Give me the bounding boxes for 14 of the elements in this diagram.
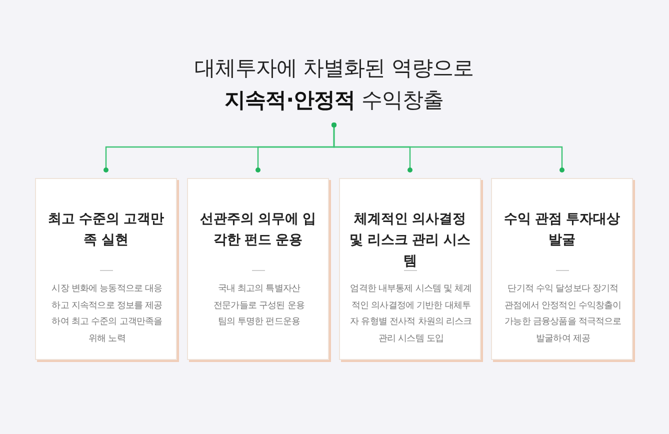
card-heading: 선관주의 의무에 입각한 펀드 운용 [198,210,318,250]
card-heading: 최고 수준의 고객만족 실현 [46,210,166,250]
card-description: 엄격한 내부통제 시스템 및 체계적인 의사결정에 기반한 대체투자 유형별 전사적 차원의 리스크 관리 시스템 도입 [350,283,472,346]
card-heading: 수익 관점 투자대상 발굴 [502,210,622,250]
card-heading: 체계적인 의사결정 및 리스크 관리 시스템 [348,210,472,271]
card-description: 단기적 수익 달성보다 장기적 관점에서 안정적인 수익창출이 가능한 금융상품을 적극적으로 발굴하여 제공 [504,283,622,346]
card-description: 시장 변화에 능동적으로 대응하고 지속적으로 정보를 제공하여 최고 수준의 고객만족을 위해 노력 [51,283,163,346]
feature-card [339,178,481,360]
headline: 대체투자에 차별화된 역량으로 지속적·안정적 수익창출 [184,52,484,122]
feature-card [187,178,329,360]
feature-card [35,178,177,360]
card-description: 국내 최고의 특별자산 전문가들로 구성된 운용팀의 투명한 펀드운용 [213,283,305,329]
connector-line [332,122,564,172]
feature-card [491,178,633,360]
